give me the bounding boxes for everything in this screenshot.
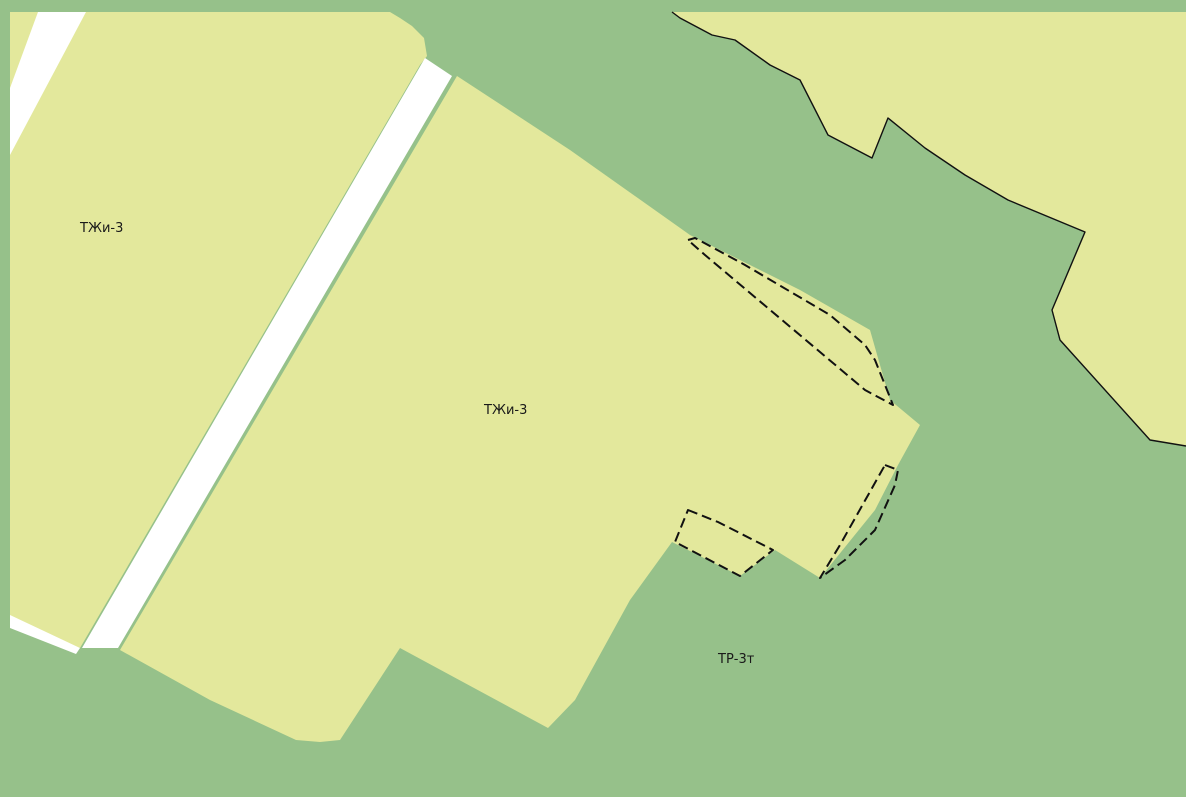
dashed-subzone-upper[interactable] — [687, 237, 894, 406]
zone-label-recreation: ТР-3т — [717, 652, 755, 667]
zone-label-left: ТЖи-3 — [79, 221, 123, 236]
dashed-subzone-lower[interactable] — [674, 509, 774, 577]
top-right-zone-boundary — [671, 11, 1186, 447]
road-wedge-lower-left[interactable] — [10, 615, 80, 654]
dashed-subzone-right[interactable] — [819, 464, 899, 579]
zone-label-center: ТЖи-3 — [483, 403, 527, 418]
road-strip-top-left[interactable] — [10, 12, 86, 155]
residential-zone-center[interactable] — [120, 76, 920, 742]
residential-zone-left[interactable] — [10, 12, 427, 648]
residential-zone-corner[interactable] — [10, 12, 30, 60]
residential-zone-top-right[interactable] — [672, 12, 1186, 446]
road-strip[interactable] — [82, 58, 452, 648]
